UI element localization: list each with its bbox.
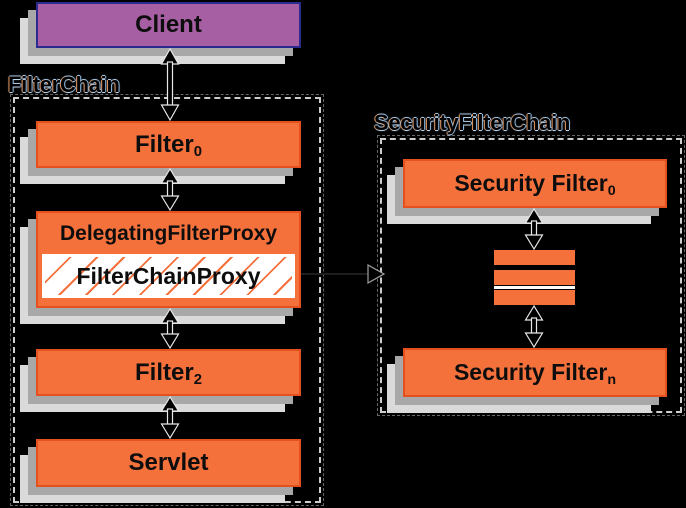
filter2-label: Filter2	[135, 358, 202, 388]
arrow-ellipsis-securityfiltern	[524, 305, 544, 348]
arrow-filter0-delegatingfilterproxy	[160, 168, 180, 211]
security-filter0-label-text: Security Filter	[454, 170, 608, 196]
servlet-label: Servlet	[128, 449, 209, 476]
arrow-client-filter0	[160, 48, 180, 121]
security-filtern-box: Security Filtern	[403, 348, 667, 397]
servlet-box: Servlet	[36, 439, 301, 487]
filter0-label-text: Filter	[135, 130, 194, 158]
security-filtern-label-text: Security Filter	[453, 359, 608, 385]
filter2-label-text: Filter	[135, 358, 194, 386]
security-filtern-label: Security Filtern	[453, 359, 616, 388]
filter0-box: Filter0	[36, 121, 301, 168]
filter-chain-proxy-label: FilterChainProxy	[76, 262, 261, 289]
ellipsis-bar	[494, 270, 575, 285]
filter2-box: Filter2	[36, 349, 301, 396]
delegating-filter-proxy-box: DelegatingFilterProxy FilterChainProxy	[36, 211, 301, 308]
security-filter0-subscript: 0	[607, 182, 616, 199]
delegating-filter-proxy-label: DelegatingFilterProxy	[59, 222, 278, 245]
arrow-securityfilter0-ellipsis	[524, 208, 544, 250]
filterchain-title: FilterChain	[8, 72, 120, 97]
ellipsis-bar	[494, 290, 575, 305]
ellipsis-bars	[494, 250, 575, 305]
ellipsis-bar	[494, 250, 575, 265]
client-box: Client	[36, 2, 301, 48]
filter0-label: Filter0	[135, 130, 202, 160]
arrow-filter2-servlet	[160, 396, 180, 439]
filter-chain-proxy-box: FilterChainProxy	[42, 254, 295, 298]
arrow-delegatingfilterproxy-filter2	[160, 308, 180, 349]
client-label: Client	[135, 11, 202, 38]
securityfilterchain-title: SecurityFilterChain	[374, 110, 571, 135]
filter2-subscript: 2	[193, 371, 202, 388]
security-filter0-box: Security Filter0	[403, 159, 667, 208]
arrow-filterchainproxy-securityfilterchain	[300, 263, 386, 285]
ellipsis-separator-line	[494, 286, 575, 289]
security-filter0-label: Security Filter0	[454, 170, 615, 199]
filter0-subscript: 0	[193, 143, 202, 160]
security-filtern-subscript: n	[607, 371, 617, 388]
